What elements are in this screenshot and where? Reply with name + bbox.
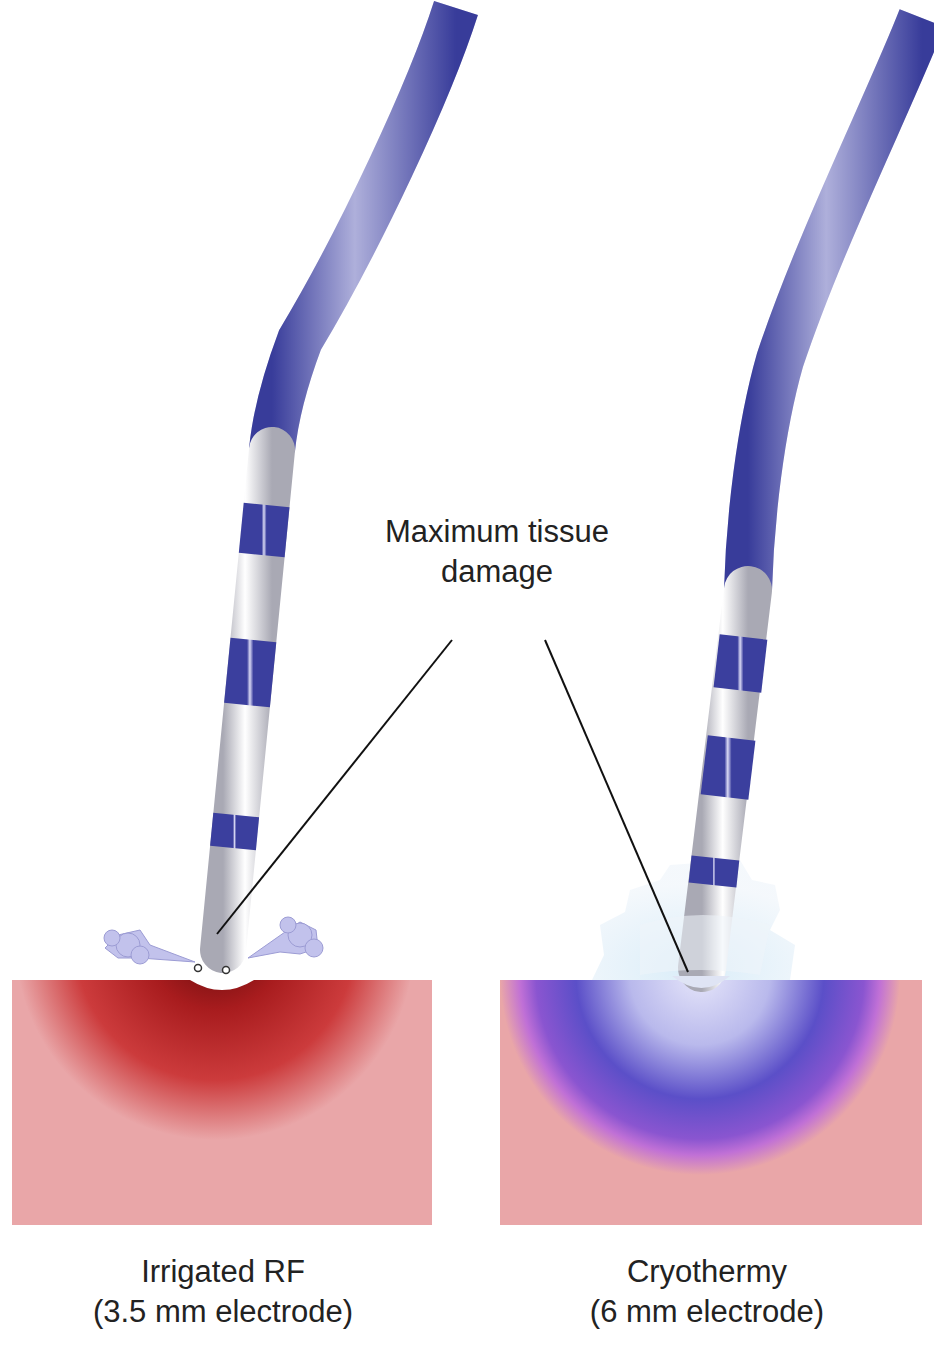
cryo-catheter (702, 18, 922, 968)
leader-line (545, 640, 688, 972)
ice-mist (640, 915, 770, 975)
tissue-dent (672, 976, 730, 988)
irrigation-port (223, 967, 230, 974)
rf-catheter (223, 8, 456, 950)
panel-caption: Cryothermy (6 mm electrode) (590, 1252, 824, 1333)
irrigation-port (195, 965, 202, 972)
leader-line (217, 640, 452, 934)
rf-lesion (15, 980, 415, 1140)
panel-caption: Irrigated RF (3.5 mm electrode) (93, 1252, 353, 1333)
tissue-dent (190, 980, 254, 990)
cryo-lesion (500, 980, 900, 1175)
callout-label: Maximum tissue damage (385, 512, 609, 593)
